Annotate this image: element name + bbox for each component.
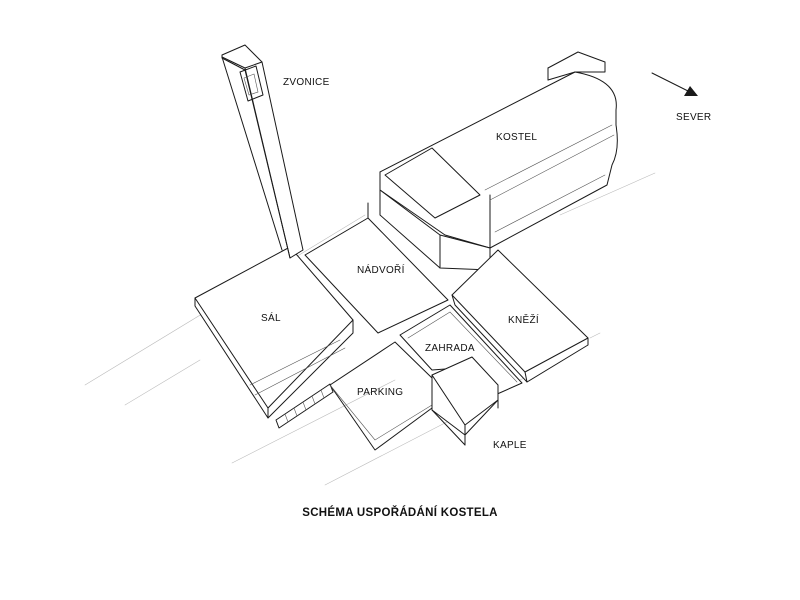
sal-building <box>194 246 354 419</box>
stairs <box>275 383 334 429</box>
label-parking: PARKING <box>357 387 403 398</box>
label-nadvori: NÁDVOŘÍ <box>357 263 405 276</box>
arrow-icon <box>651 72 698 96</box>
kaple-building <box>431 356 499 446</box>
label-sever: SEVER <box>676 112 711 123</box>
label-sal: SÁL <box>261 311 281 324</box>
label-zvonice: ZVONICE <box>283 77 330 88</box>
diagram-title: SCHÉMA USPOŘÁDÁNÍ KOSTELA <box>302 506 498 519</box>
zvonice-tower <box>221 44 304 259</box>
label-knezi: KNĚŽÍ <box>508 313 539 326</box>
label-zahrada: ZAHRADA <box>425 343 475 354</box>
knezi-building <box>451 249 589 383</box>
nadvori-courtyard <box>304 202 449 334</box>
kostel-building <box>379 51 618 271</box>
label-kaple: KAPLE <box>493 440 527 451</box>
label-kostel: KOSTEL <box>496 132 537 143</box>
